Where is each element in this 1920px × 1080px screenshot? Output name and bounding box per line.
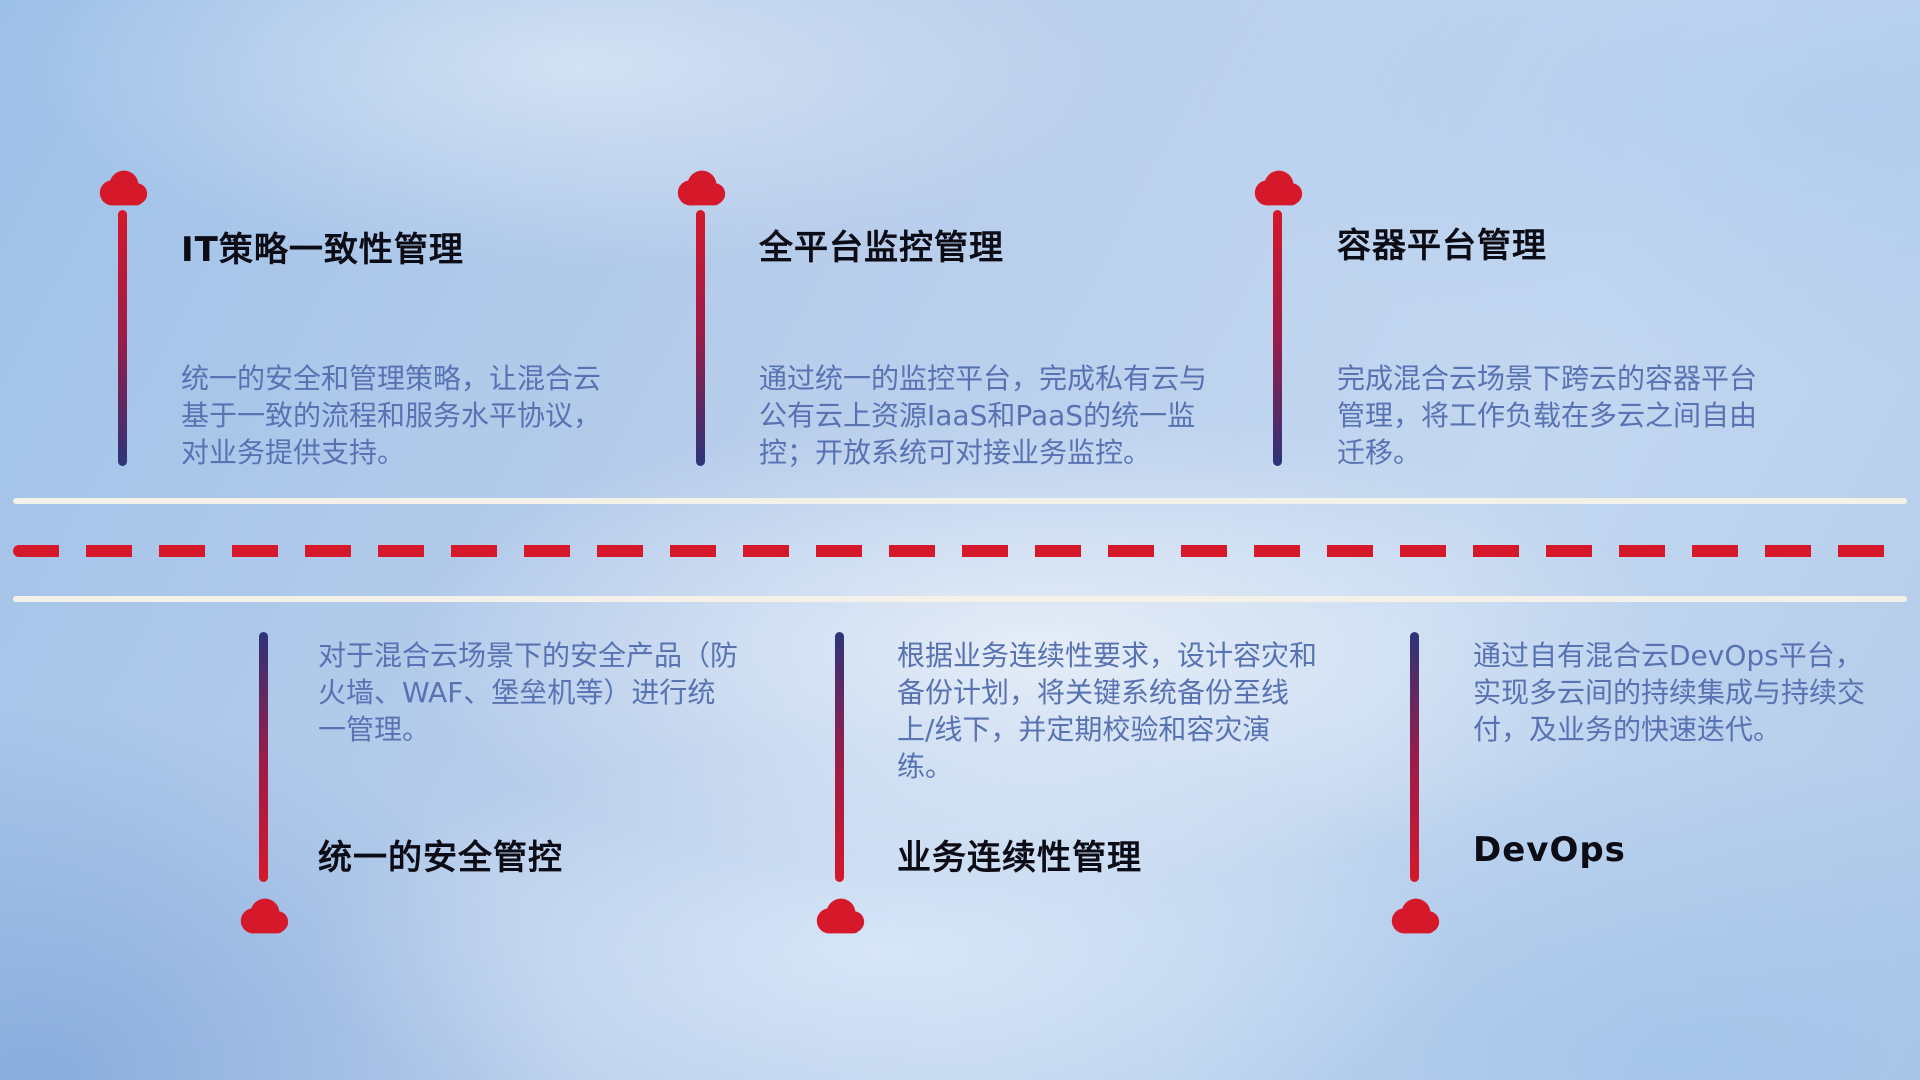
item-title-unified-security: 统一的安全管控 (318, 838, 563, 878)
cloud-icon (1386, 896, 1444, 936)
item-title-container-platform: 容器平台管理 (1337, 226, 1547, 266)
item-description-platform-monitoring: 通过统一的监控平台，完成私有云与公有云上资源IaaS和PaaS的统一监控；开放系… (759, 362, 1208, 469)
item-title-it-policy: IT策略一致性管理 (181, 230, 464, 270)
road-line-top (13, 498, 1907, 504)
item-description-unified-security: 对于混合云场景下的安全产品（防火墙、WAF、堡垒机等）进行统一管理。 (318, 639, 739, 746)
cloud-icon (811, 896, 869, 936)
connector-line (259, 632, 268, 882)
road-line-bottom (13, 596, 1907, 602)
item-description-business-continuity: 根据业务连续性要求，设计容灾和备份计划，将关键系统备份至线上/线下，并定期校验和… (897, 639, 1318, 783)
connector-line (1410, 632, 1419, 882)
item-description-container-platform: 完成混合云场景下跨云的容器平台管理，将工作负载在多云之间自由迁移。 (1337, 362, 1758, 469)
item-title-platform-monitoring: 全平台监控管理 (759, 228, 1004, 268)
connector-line (118, 210, 127, 466)
connector-line (1273, 210, 1282, 466)
connector-line (835, 632, 844, 882)
cloud-icon (94, 168, 152, 208)
cloud-icon (235, 896, 293, 936)
item-description-it-policy: 统一的安全和管理策略，让混合云基于一致的流程和服务水平协议，对业务提供支持。 (181, 362, 602, 469)
cloud-icon (672, 168, 730, 208)
item-title-devops: DevOps (1473, 830, 1626, 870)
cloud-icon (1249, 168, 1307, 208)
item-description-devops: 通过自有混合云DevOps平台，实现多云间的持续集成与持续交付，及业务的快速迭代… (1473, 639, 1866, 746)
item-title-business-continuity: 业务连续性管理 (897, 838, 1142, 878)
road-dashed-line (13, 545, 1907, 557)
connector-line (696, 210, 705, 466)
